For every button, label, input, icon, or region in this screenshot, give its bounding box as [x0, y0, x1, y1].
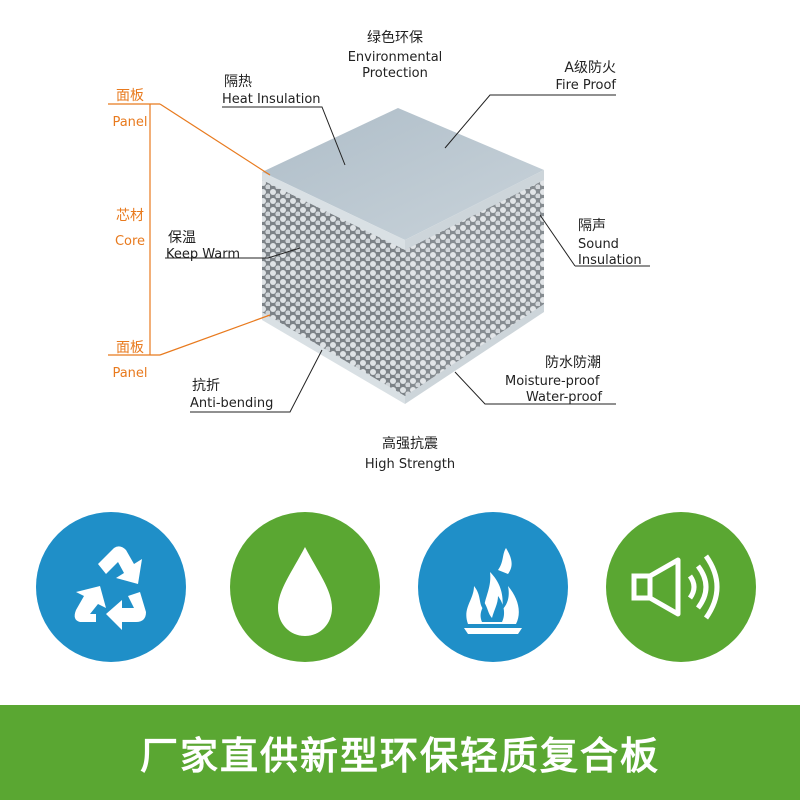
panel-top-label-en: Panel [112, 115, 148, 130]
moist-label-en-2: Water-proof [526, 390, 603, 405]
sound-label-zh: 隔声 [578, 218, 606, 234]
water-badge [230, 512, 380, 662]
water-drop-icon [278, 547, 332, 636]
cube-left-face [262, 178, 405, 402]
recycle-icon [74, 546, 146, 630]
cube-top-panel-edge-right [405, 170, 544, 250]
warm-label-en: Keep Warm [166, 247, 241, 262]
fire-label-zh: A级防火 [564, 60, 616, 76]
sound-label-en-1: Sound [578, 237, 619, 252]
panel-top-label-zh: 面板 [116, 88, 144, 104]
cube-right-face [405, 180, 544, 402]
env-label-zh: 绿色环保 [367, 30, 423, 46]
env-label-en-2: Protection [362, 66, 428, 81]
fire-label-en: Fire Proof [555, 78, 617, 93]
core-label-zh: 芯材 [116, 208, 144, 224]
speaker-icon [631, 554, 720, 620]
cube-top-panel [262, 108, 544, 240]
warm-label-zh: 保温 [168, 230, 196, 246]
core-label-en: Core [114, 234, 146, 249]
cube-bottom-panel-left [262, 312, 405, 404]
recycle-badge [36, 512, 186, 662]
strength-label-zh: 高强抗震 [382, 436, 438, 452]
cube-bottom-panel-right [405, 304, 544, 404]
bend-label-zh: 抗折 [192, 378, 220, 394]
banner-text: 厂家直供新型环保轻质复合板 [139, 734, 660, 778]
cube-top-panel-edge-left [262, 172, 405, 250]
heat-label-en: Heat Insulation [222, 92, 321, 107]
diagram-lines [108, 94, 650, 413]
fire-badge [418, 512, 568, 662]
moist-label-en-1: Moisture-proof [505, 374, 600, 389]
strength-label-en: High Strength [364, 457, 456, 472]
moist-label-zh: 防水防潮 [545, 355, 601, 371]
sound-label-en-2: Insulation [578, 253, 642, 268]
bottom-banner [0, 705, 800, 800]
fire-icon [464, 548, 522, 634]
heat-label-zh: 隔热 [224, 74, 252, 90]
panel-bottom-label-zh: 面板 [116, 340, 144, 356]
bend-label-en: Anti-bending [190, 396, 274, 411]
panel-bottom-label-en: Panel [112, 366, 148, 381]
env-label-en-1: Environmental [347, 50, 443, 65]
sound-badge [606, 512, 756, 662]
